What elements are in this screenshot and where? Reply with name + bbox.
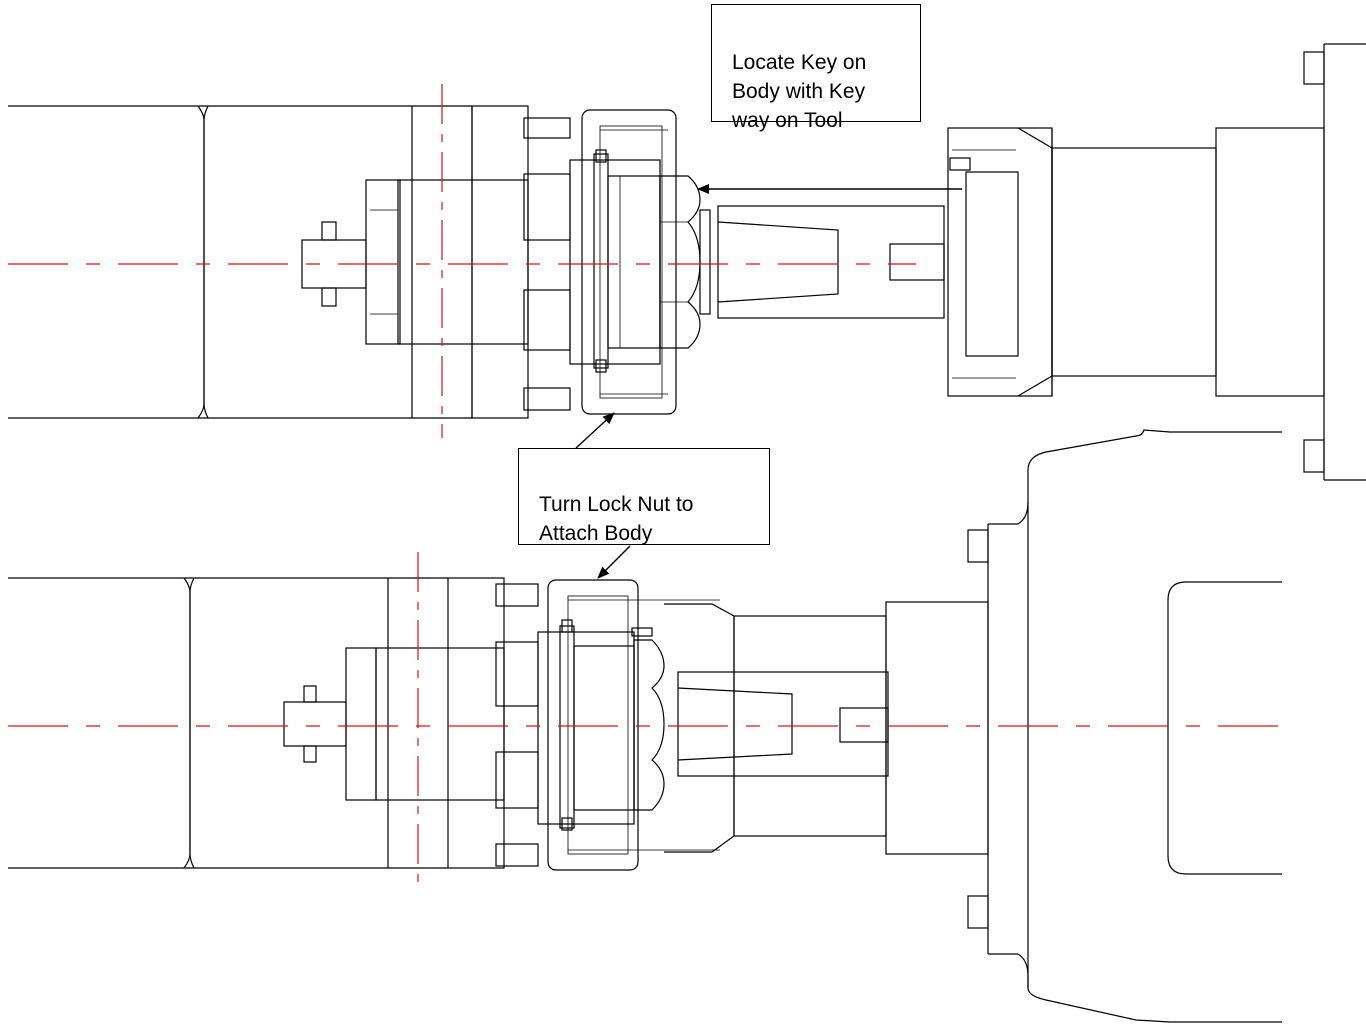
top-drive-flange <box>301 179 529 345</box>
bottom-assembly <box>8 429 1284 1023</box>
bottom-hex-nut <box>633 639 665 811</box>
callout-locate-key: Locate Key on Body with Key way on Tool <box>711 4 921 132</box>
bottom-drive-flange <box>283 647 505 801</box>
bottom-outer-housing <box>967 429 1282 1023</box>
callout-locate-key-text: Locate Key on Body with Key way on Tool <box>732 51 867 132</box>
nut-leader-arrow-top <box>575 412 615 449</box>
top-tool-shank <box>8 105 529 419</box>
bottom-tool-shank <box>8 577 505 869</box>
top-holder-cone <box>717 205 945 319</box>
callout-turn-lock-nut-text: Turn Lock Nut to Attach Body <box>539 493 694 545</box>
top-assembly <box>8 43 1366 481</box>
bottom-lock-nut <box>537 579 720 871</box>
top-hex-nut <box>659 175 711 349</box>
callout-turn-lock-nut: Turn Lock Nut to Attach Body <box>518 448 770 545</box>
nut-leader-arrow-bottom <box>597 545 631 579</box>
bottom-holder-and-body <box>664 601 989 855</box>
bottom-drive-lugs <box>495 583 539 867</box>
top-body-part <box>947 43 1366 481</box>
